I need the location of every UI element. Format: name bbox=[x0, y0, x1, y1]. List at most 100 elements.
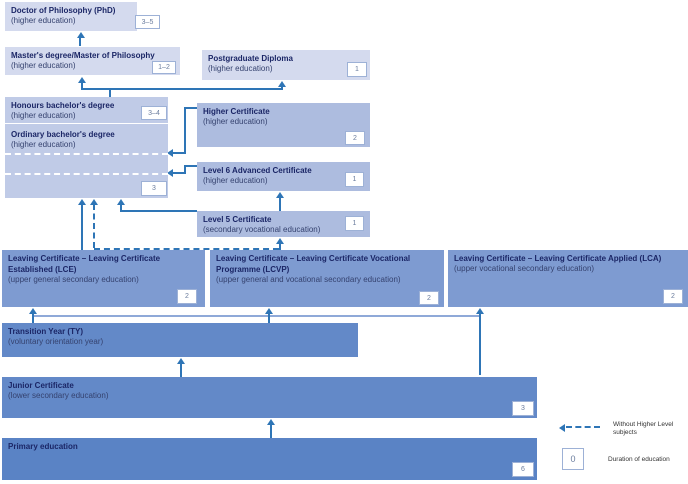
connector-primary-junior bbox=[270, 424, 272, 438]
node-masters: Master's degree/Master of Philosophy (hi… bbox=[5, 47, 180, 75]
duration-badge-ordinary: 3 bbox=[141, 181, 167, 196]
node-title: Honours bachelor's degree bbox=[11, 101, 115, 110]
connector-junior-ty bbox=[180, 363, 182, 377]
connector-level6-elbow-v bbox=[184, 165, 186, 174]
node-title: Junior Certificate bbox=[8, 381, 74, 390]
node-lce: Leaving Certificate – Leaving Certificat… bbox=[2, 250, 205, 307]
arrowhead-to-junior bbox=[267, 419, 275, 425]
connector-lcvp-level5 bbox=[279, 243, 281, 250]
node-primary-education: Primary education bbox=[2, 438, 537, 480]
legend-dashed-label: Without Higher Level subjects bbox=[613, 421, 674, 436]
connector-level6-elbow-h1 bbox=[184, 165, 197, 167]
node-junior-certificate: Junior Certificate (lower secondary educ… bbox=[2, 377, 537, 418]
connector-highercert-elbow-h1 bbox=[184, 107, 197, 109]
node-title: Primary education bbox=[8, 442, 78, 451]
node-phd: Doctor of Philosophy (PhD) (higher educa… bbox=[5, 2, 137, 31]
node-title: Leaving Certificate – Leaving Certificat… bbox=[8, 254, 161, 274]
duration-badge-higher-cert: 2 bbox=[345, 131, 365, 145]
node-subtitle: (upper general secondary education) bbox=[8, 275, 139, 284]
connector-highercert-elbow-v bbox=[184, 107, 186, 154]
duration-badge-junior: 3 bbox=[512, 401, 534, 416]
duration-badge-honours: 3–4 bbox=[141, 106, 167, 120]
honours-bachelor-section: Honours bachelor's degree (higher educat… bbox=[5, 97, 168, 124]
duration-badge-phd: 3–5 bbox=[135, 15, 160, 29]
node-title: Transition Year (TY) bbox=[8, 327, 83, 336]
arrowhead-to-lcvp bbox=[265, 308, 273, 314]
arrowhead-lce-to-bachelor bbox=[78, 199, 86, 205]
arrowhead-to-phd bbox=[77, 32, 85, 38]
duration-badge-masters: 1–2 bbox=[152, 61, 176, 74]
connector-level5-elbow-h bbox=[120, 210, 197, 212]
node-title: Postgraduate Diploma bbox=[208, 54, 293, 63]
legend-dashed-line bbox=[566, 426, 600, 428]
connector-bus-postgrad bbox=[281, 86, 283, 90]
connector-ty-lce bbox=[32, 313, 34, 323]
node-bachelor-degrees: Honours bachelor's degree (higher educat… bbox=[5, 97, 168, 198]
node-subtitle: (higher education) bbox=[11, 61, 76, 70]
node-title: Level 5 Certificate bbox=[203, 215, 272, 224]
arrowhead-to-lce bbox=[29, 308, 37, 314]
connector-level5-elbow-v bbox=[120, 204, 122, 212]
node-postgraduate-diploma: Postgraduate Diploma (higher education) bbox=[202, 50, 370, 80]
arrowhead-to-level6 bbox=[276, 192, 284, 198]
node-subtitle: (higher education) bbox=[203, 117, 268, 126]
duration-badge-level6: 1 bbox=[345, 172, 364, 187]
node-title: Leaving Certificate – Leaving Certificat… bbox=[454, 254, 662, 263]
bachelor-dashed-divider-2 bbox=[5, 173, 168, 175]
node-subtitle: (higher education) bbox=[11, 140, 76, 149]
node-title: Ordinary bachelor's degree bbox=[11, 130, 115, 139]
node-lca: Leaving Certificate – Leaving Certificat… bbox=[448, 250, 688, 307]
connector-highercert-elbow-h2 bbox=[172, 152, 186, 154]
duration-badge-postgrad: 1 bbox=[347, 62, 367, 77]
node-lcvp: Leaving Certificate – Leaving Certificat… bbox=[210, 250, 444, 307]
node-title: Higher Certificate bbox=[203, 107, 270, 116]
ordinary-bachelor-section: Ordinary bachelor's degree (higher educa… bbox=[5, 126, 121, 153]
node-subtitle: (higher education) bbox=[208, 64, 273, 73]
connector-bachelor-riser bbox=[109, 88, 111, 97]
node-subtitle: (higher education) bbox=[11, 16, 76, 25]
duration-badge-primary: 6 bbox=[512, 462, 534, 477]
duration-badge-level5: 1 bbox=[345, 216, 364, 231]
connector-top-bus bbox=[81, 88, 283, 90]
bachelor-divider bbox=[5, 123, 168, 124]
arrowhead-to-lca bbox=[476, 308, 484, 314]
arrowhead-level5-to-bachelor bbox=[117, 199, 125, 205]
connector-junior-lca bbox=[479, 313, 481, 375]
node-subtitle: (higher education) bbox=[11, 111, 76, 120]
node-title: Master's degree/Master of Philosophy bbox=[11, 51, 155, 60]
node-transition-year: Transition Year (TY) (voluntary orientat… bbox=[2, 323, 358, 357]
arrowhead-to-level5 bbox=[276, 238, 284, 244]
arrowhead-to-postgrad bbox=[278, 81, 286, 87]
node-title: Level 6 Advanced Certificate bbox=[203, 166, 312, 175]
connector-masters-phd bbox=[79, 37, 81, 46]
node-subtitle: (voluntary orientation year) bbox=[8, 337, 104, 346]
connector-bus-masters bbox=[81, 82, 83, 89]
duration-badge-lce: 2 bbox=[177, 289, 197, 304]
arrowhead-to-masters bbox=[78, 77, 86, 83]
legend-dashed-arrowhead bbox=[559, 424, 565, 432]
node-subtitle: (upper vocational secondary education) bbox=[454, 264, 595, 273]
node-title: Leaving Certificate – Leaving Certificat… bbox=[216, 254, 411, 274]
arrowhead-dashed-to-bachelor bbox=[90, 199, 98, 205]
node-level5-certificate: Level 5 Certificate (secondary vocationa… bbox=[197, 211, 370, 237]
duration-badge-lcvp: 2 bbox=[419, 291, 439, 305]
node-subtitle: (lower secondary education) bbox=[8, 391, 109, 400]
connector-ty-lcvp bbox=[268, 313, 270, 323]
node-higher-certificate: Higher Certificate (higher education) bbox=[197, 103, 370, 147]
bachelor-dashed-divider-1 bbox=[5, 153, 168, 155]
node-subtitle: (secondary vocational education) bbox=[203, 225, 321, 234]
node-subtitle: (upper general and vocational secondary … bbox=[216, 275, 401, 284]
dashed-route-v bbox=[93, 204, 95, 248]
duration-badge-lca: 2 bbox=[663, 289, 683, 304]
legend-duration-label: Duration of education bbox=[608, 456, 670, 463]
arrowhead-to-ordinary-1 bbox=[167, 149, 173, 157]
node-title: Doctor of Philosophy (PhD) bbox=[11, 6, 116, 15]
connector-level5-level6 bbox=[279, 197, 281, 211]
connector-lce-bachelor bbox=[81, 204, 83, 250]
node-level6-advanced-certificate: Level 6 Advanced Certificate (higher edu… bbox=[197, 162, 370, 191]
connector-level6-elbow-h2 bbox=[172, 172, 186, 174]
legend-duration-symbol: 0 bbox=[562, 448, 584, 470]
dashed-route-h bbox=[94, 248, 279, 250]
connector-lc-bus bbox=[32, 315, 479, 317]
